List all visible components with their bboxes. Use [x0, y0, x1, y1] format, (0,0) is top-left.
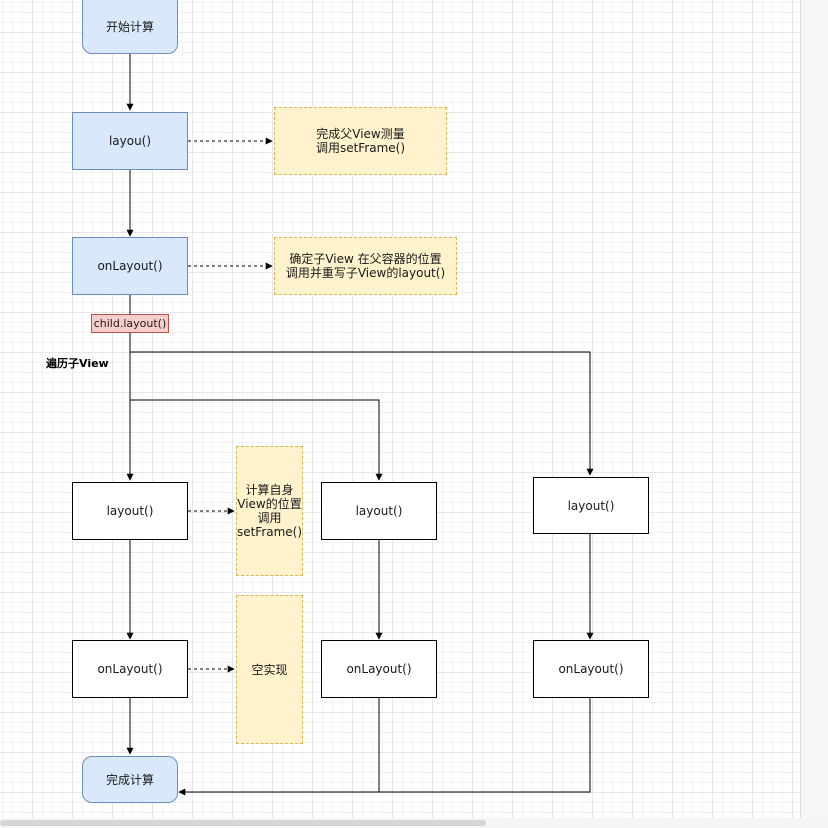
traverse-children-label: 遍历子View	[46, 357, 109, 370]
parent-onlayout-note[interactable]: 确定子View 在父容器的位置 调用并重写子View的layout()	[274, 237, 457, 295]
child-layout-call-tag[interactable]: child.layout()	[91, 314, 169, 333]
child1-onlayout-note[interactable]: 空实现	[236, 595, 303, 744]
horizontal-scrollbar[interactable]	[0, 818, 828, 828]
start-node[interactable]: 开始计算	[82, 0, 178, 54]
parent-layout-note[interactable]: 完成父View测量 调用setFrame()	[274, 107, 447, 175]
child2-layout-node[interactable]: layout()	[321, 482, 437, 540]
edge-child3-onlayout-to-end	[379, 698, 591, 793]
edge-to-child2	[130, 399, 383, 481]
child3-onlayout-node[interactable]: onLayout()	[533, 640, 649, 698]
edge-to-child3	[130, 351, 594, 476]
right-panel	[800, 0, 828, 818]
child3-layout-node[interactable]: layout()	[533, 477, 649, 534]
child1-layout-node[interactable]: layout()	[72, 482, 188, 540]
child1-onlayout-node[interactable]: onLayout()	[72, 640, 188, 698]
child1-layout-note[interactable]: 计算自身 View的位置 调用 setFrame()	[236, 446, 303, 576]
end-node[interactable]: 完成计算	[82, 756, 178, 803]
child2-onlayout-node[interactable]: onLayout()	[321, 640, 437, 698]
parent-onlayout-node[interactable]: onLayout()	[72, 237, 188, 295]
parent-layout-node[interactable]: layou()	[72, 112, 188, 170]
scrollbar-thumb[interactable]	[0, 820, 486, 826]
